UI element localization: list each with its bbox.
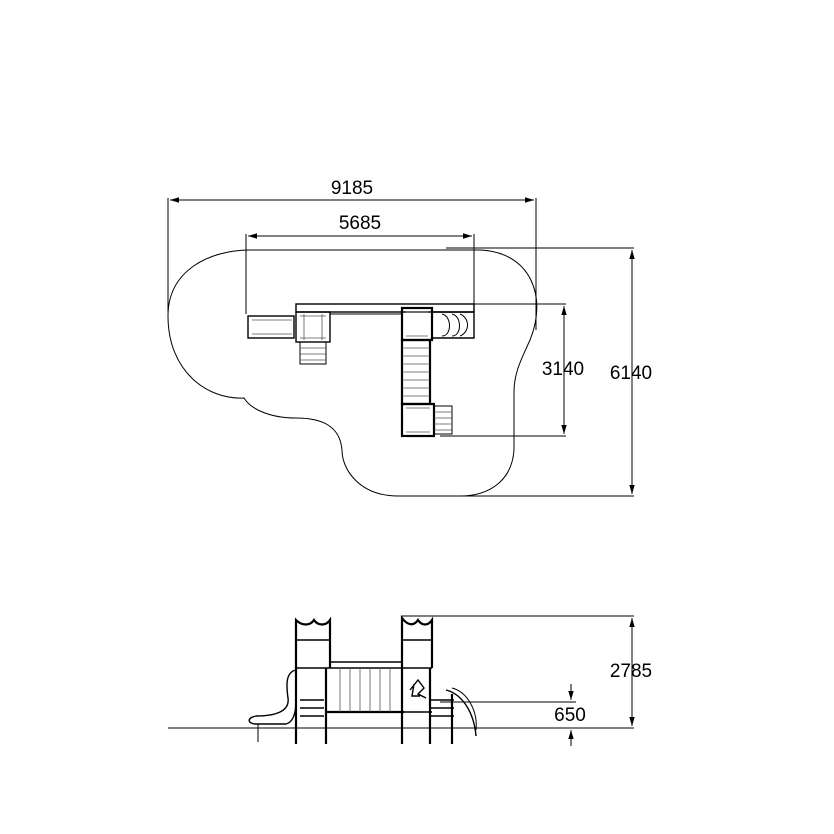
dimension-650: 650: [440, 684, 586, 746]
elevation-view: 2785 650: [168, 614, 652, 746]
plan-view: 9185 5685 3140 6140: [167, 178, 652, 497]
dimension-2785: 2785: [402, 615, 652, 726]
dimension-5685: 5685: [245, 213, 475, 314]
dimension-label-overall-width: 9185: [331, 178, 373, 199]
safety-zone-outline: [167, 249, 538, 497]
plan-equipment: [247, 303, 475, 438]
dimension-6140: 6140: [440, 247, 652, 497]
left-tower-elevation: [248, 616, 332, 744]
dimension-3140: 3140: [440, 303, 584, 437]
dimension-label-total-height: 2785: [610, 661, 652, 682]
bridge-elevation: [326, 661, 404, 714]
right-tower-elevation: [400, 614, 477, 744]
dimension-label-inner-width: 5685: [339, 213, 381, 234]
dimension-label-depth-overall: 6140: [610, 363, 652, 384]
climber-symbol: [409, 678, 427, 699]
dimension-9185: 9185: [167, 178, 537, 330]
dimension-label-platform-height: 650: [554, 705, 586, 726]
dimension-label-depth-inner: 3140: [542, 359, 584, 380]
